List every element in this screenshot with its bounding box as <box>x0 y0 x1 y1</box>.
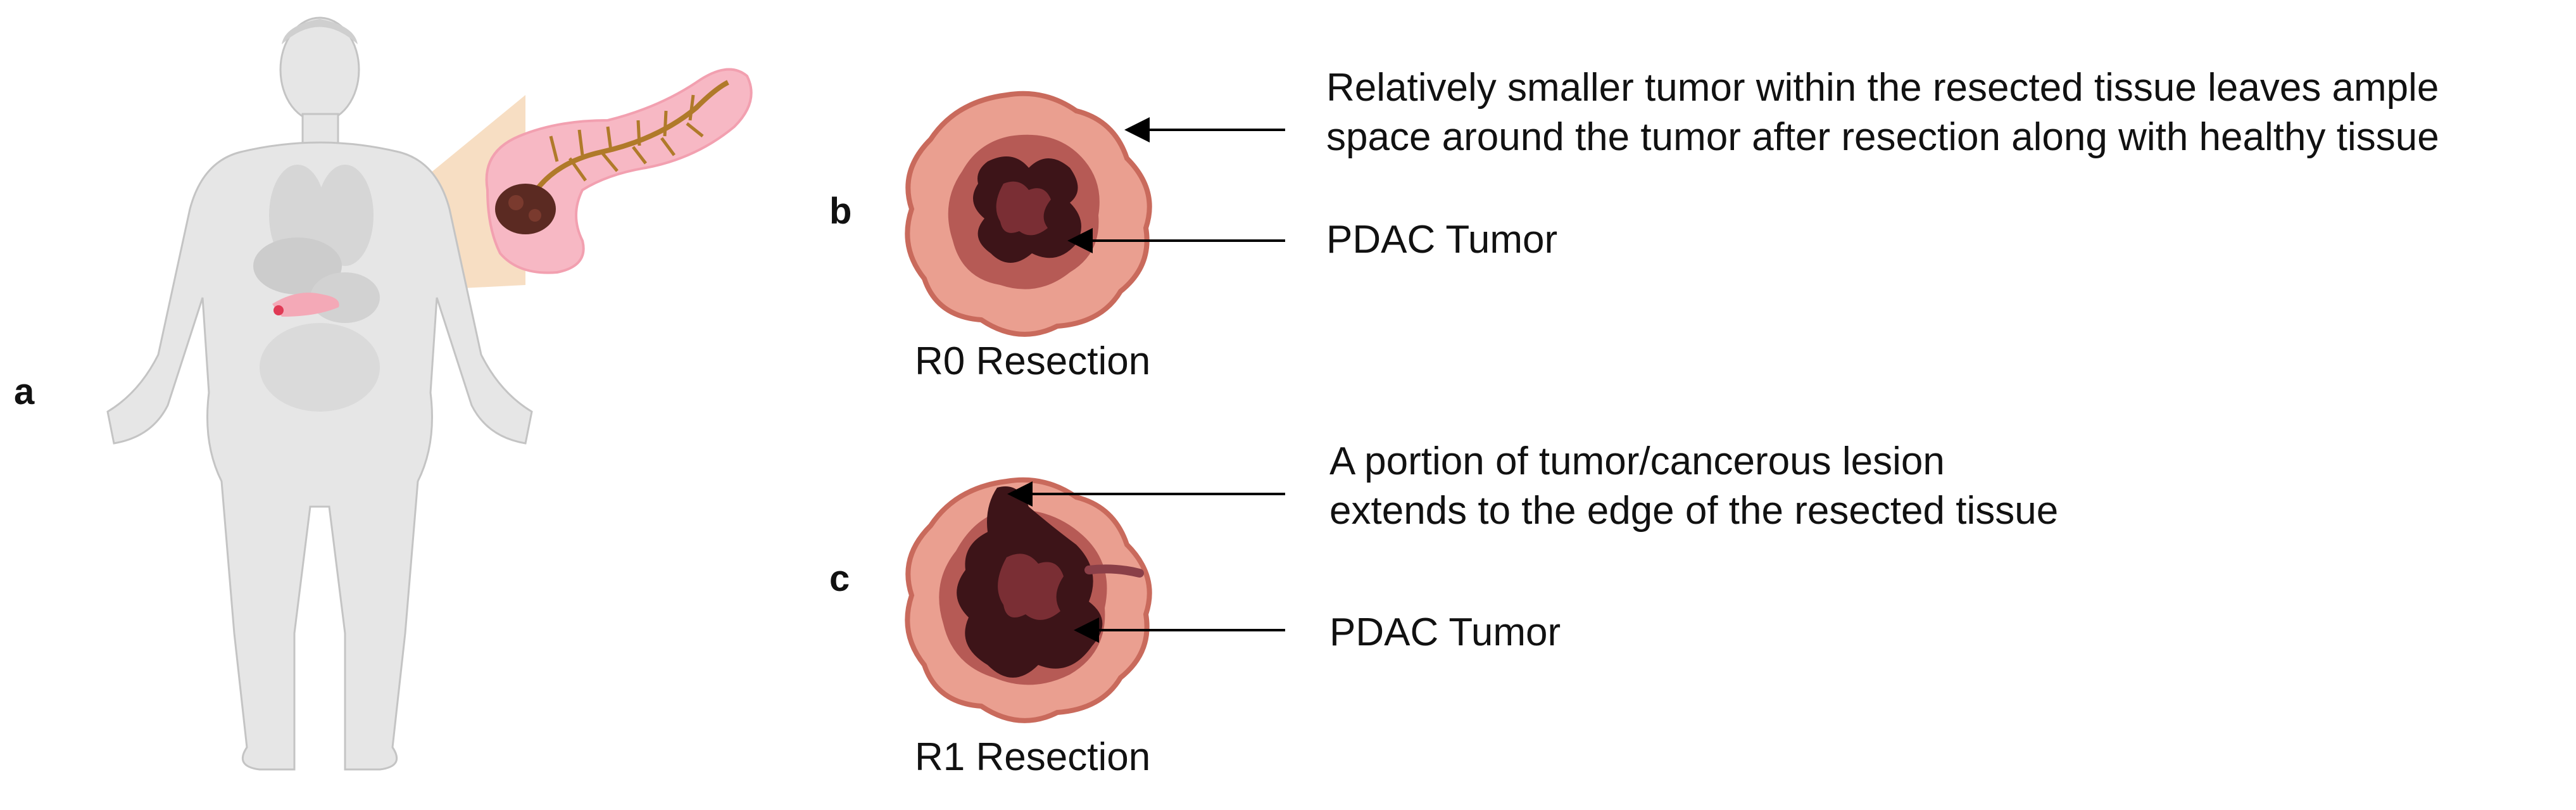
r1-note: A portion of tumor/cancerous lesion exte… <box>1329 437 2058 536</box>
pancreas-enlarged <box>485 68 753 274</box>
r1-tumor-label: PDAC Tumor <box>1329 611 1561 654</box>
r0-note-line1: Relatively smaller tumor within the rese… <box>1326 66 2439 110</box>
r1-tissue <box>905 477 1152 723</box>
pancreas-tumor <box>495 184 556 234</box>
r1-caption: R1 Resection <box>915 735 1151 779</box>
human-body-illustration <box>106 16 533 771</box>
body-silhouette <box>106 141 533 771</box>
r0-caption: R0 Resection <box>915 339 1151 383</box>
panel-label-b: b <box>829 191 852 232</box>
r0-tumor-label: PDAC Tumor <box>1326 218 1558 262</box>
pancreas-small <box>272 293 339 317</box>
r0-note-line2: space around the tumor after resection a… <box>1326 115 2439 159</box>
panel-label-a: a <box>14 371 35 412</box>
r0-note: Relatively smaller tumor within the rese… <box>1326 63 2439 162</box>
r1-note-line1: A portion of tumor/cancerous lesion <box>1329 440 1945 483</box>
r1-note-line2: extends to the edge of the resected tiss… <box>1329 489 2059 533</box>
panel-label-c: c <box>829 558 850 599</box>
r0-tissue <box>905 91 1152 337</box>
